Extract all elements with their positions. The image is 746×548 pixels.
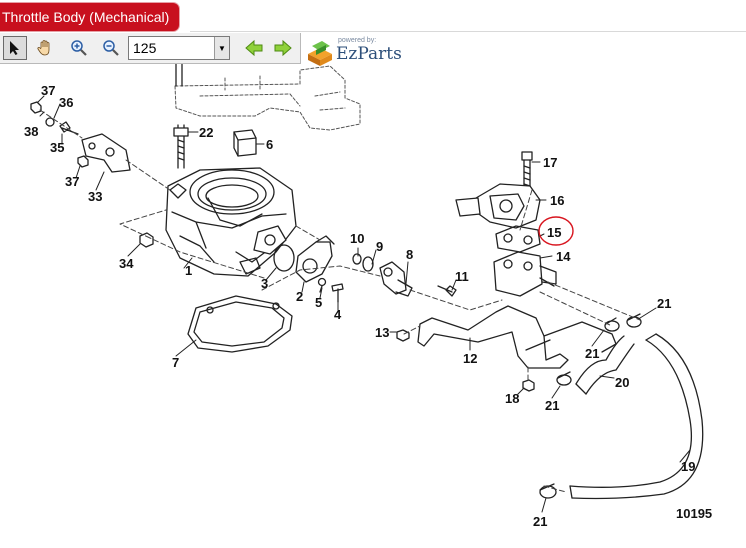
label-2: 2 bbox=[296, 289, 303, 304]
parts-box-icon bbox=[308, 41, 332, 66]
label-15: 15 bbox=[547, 225, 561, 240]
label-36: 36 bbox=[59, 95, 73, 110]
label-4: 4 bbox=[334, 307, 342, 322]
ezparts-logo: powered by: EzParts bbox=[304, 34, 414, 68]
window-title: Throttle Body (Mechanical) bbox=[0, 3, 180, 31]
zoom-level-select[interactable]: ▼ bbox=[128, 36, 230, 60]
engine-outline-dashed bbox=[174, 65, 361, 131]
select-tool-button[interactable] bbox=[3, 36, 27, 60]
figure-number: 10195 bbox=[676, 506, 712, 521]
bracket-33 bbox=[81, 133, 131, 173]
sensor-8 bbox=[379, 261, 413, 297]
clamp-21c bbox=[556, 371, 572, 386]
stud-22 bbox=[173, 124, 189, 169]
powered-by-text: powered by: bbox=[338, 37, 377, 44]
label-16: 16 bbox=[550, 193, 564, 208]
label-21c: 21 bbox=[545, 398, 559, 413]
zoom-level-input[interactable] bbox=[133, 38, 215, 58]
label-21d: 21 bbox=[533, 514, 547, 529]
label-20: 20 bbox=[615, 375, 629, 390]
label-34: 34 bbox=[119, 256, 134, 271]
hose-19 bbox=[569, 333, 704, 500]
label-21a: 21 bbox=[585, 346, 599, 361]
hand-icon bbox=[37, 40, 50, 56]
leader-lines bbox=[37, 95, 691, 513]
chevron-down-icon[interactable]: ▼ bbox=[214, 37, 229, 59]
zoom-out-icon bbox=[103, 40, 119, 56]
label-19: 19 bbox=[681, 459, 695, 474]
arrow-right-icon bbox=[274, 39, 292, 57]
label-3: 3 bbox=[261, 276, 268, 291]
label-13: 13 bbox=[375, 325, 389, 340]
screw-11 bbox=[437, 285, 457, 297]
screw-4 bbox=[331, 283, 344, 303]
arrow-left-icon bbox=[245, 39, 263, 57]
label-5: 5 bbox=[315, 295, 322, 310]
next-button[interactable] bbox=[271, 36, 295, 60]
o-ring-9 bbox=[362, 256, 374, 272]
label-17: 17 bbox=[543, 155, 557, 170]
part-labels: 37 36 38 35 37 33 22 6 34 1 3 2 5 4 7 10… bbox=[24, 83, 712, 529]
clamp-21d bbox=[539, 483, 557, 499]
throttle-body-1 bbox=[165, 167, 297, 277]
label-35: 35 bbox=[50, 140, 64, 155]
label-7: 7 bbox=[172, 355, 179, 370]
ezparts-name: EzParts bbox=[336, 44, 402, 64]
nut-37b bbox=[77, 155, 89, 168]
bolt-17 bbox=[521, 151, 533, 191]
label-1: 1 bbox=[185, 263, 192, 278]
cap-6 bbox=[233, 129, 257, 157]
highlight-circle-15 bbox=[538, 216, 574, 246]
label-38: 38 bbox=[24, 124, 38, 139]
zoom-in-button[interactable] bbox=[67, 36, 91, 60]
label-10: 10 bbox=[350, 231, 364, 246]
arrow-cursor-icon bbox=[10, 41, 19, 55]
zoom-out-button[interactable] bbox=[99, 36, 123, 60]
hose-20 bbox=[575, 335, 635, 395]
label-6: 6 bbox=[266, 137, 273, 152]
previous-button[interactable] bbox=[242, 36, 266, 60]
label-14: 14 bbox=[556, 249, 571, 264]
label-8: 8 bbox=[406, 247, 413, 262]
o-ring-3 bbox=[273, 244, 295, 272]
pan-tool-button[interactable] bbox=[33, 36, 57, 60]
washer-36 bbox=[45, 117, 55, 127]
label-37a: 37 bbox=[41, 83, 55, 98]
bracket-12 bbox=[417, 305, 617, 369]
screw-5 bbox=[317, 277, 327, 293]
zoom-in-icon bbox=[71, 40, 87, 56]
label-18: 18 bbox=[505, 391, 519, 406]
viewer-toolbar: ▼ bbox=[0, 33, 301, 64]
nut-38 bbox=[30, 101, 42, 114]
nut-18 bbox=[522, 379, 535, 392]
gasket-7 bbox=[187, 295, 293, 353]
o-ring-10 bbox=[352, 253, 362, 265]
nut-13 bbox=[396, 329, 410, 342]
alignment-lines bbox=[39, 109, 641, 493]
label-22: 22 bbox=[199, 125, 213, 140]
header-divider bbox=[190, 31, 746, 32]
adapter-14 bbox=[493, 251, 557, 297]
gasket-15 bbox=[495, 225, 541, 253]
label-12: 12 bbox=[463, 351, 477, 366]
label-21b: 21 bbox=[657, 296, 671, 311]
label-33: 33 bbox=[88, 189, 102, 204]
label-37b: 37 bbox=[65, 174, 79, 189]
label-9: 9 bbox=[376, 239, 383, 254]
clamp-21a bbox=[604, 317, 620, 332]
sensor-2 bbox=[295, 235, 335, 283]
label-11: 11 bbox=[455, 269, 469, 284]
bolt-35 bbox=[59, 121, 79, 135]
stud-rod bbox=[175, 61, 183, 87]
nut-34 bbox=[139, 232, 154, 248]
